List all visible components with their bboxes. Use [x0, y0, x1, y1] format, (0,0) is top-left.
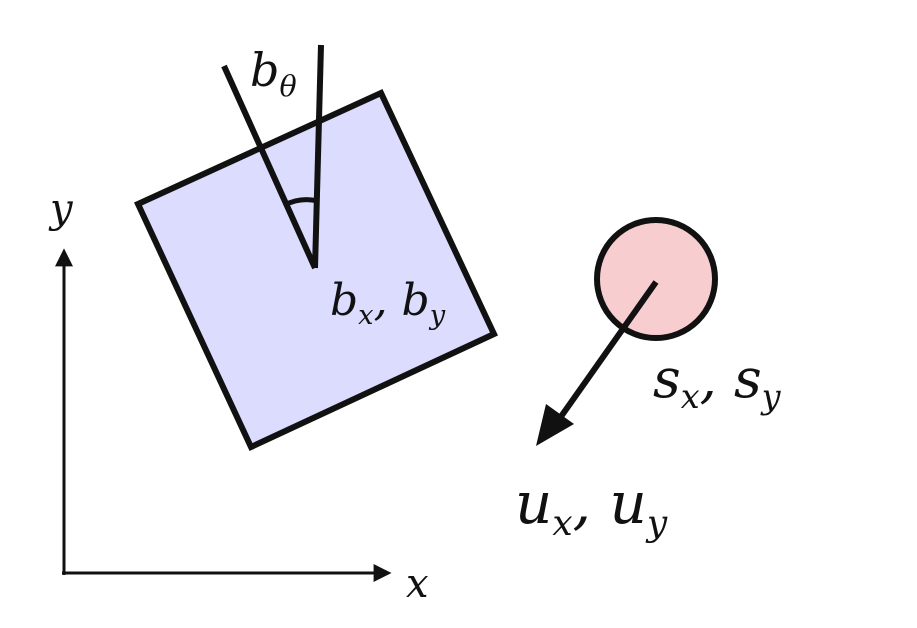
angle-arc: [283, 197, 319, 208]
block-position-label: bx, by: [330, 275, 446, 331]
pusher-velocity-label: ux, uy: [515, 469, 668, 544]
pusher: sx, sy ux, uy: [515, 217, 782, 544]
pusher-circle: [594, 217, 718, 341]
pusher-position-label: sx, sy: [653, 347, 782, 416]
y-axis-label: y: [48, 186, 74, 232]
pusher-velocity-arrowhead: [536, 404, 574, 446]
x-axis-label: x: [406, 561, 429, 607]
coordinate-axes: x y: [48, 186, 429, 607]
reference-vertical-line: [312, 44, 324, 269]
pusher-velocity-shaft: [557, 280, 659, 420]
block: bθ bx, by: [134, 43, 498, 451]
block-square: [134, 89, 498, 451]
block-heading-line: [221, 64, 318, 270]
block-angle-label: bθ: [250, 43, 297, 103]
